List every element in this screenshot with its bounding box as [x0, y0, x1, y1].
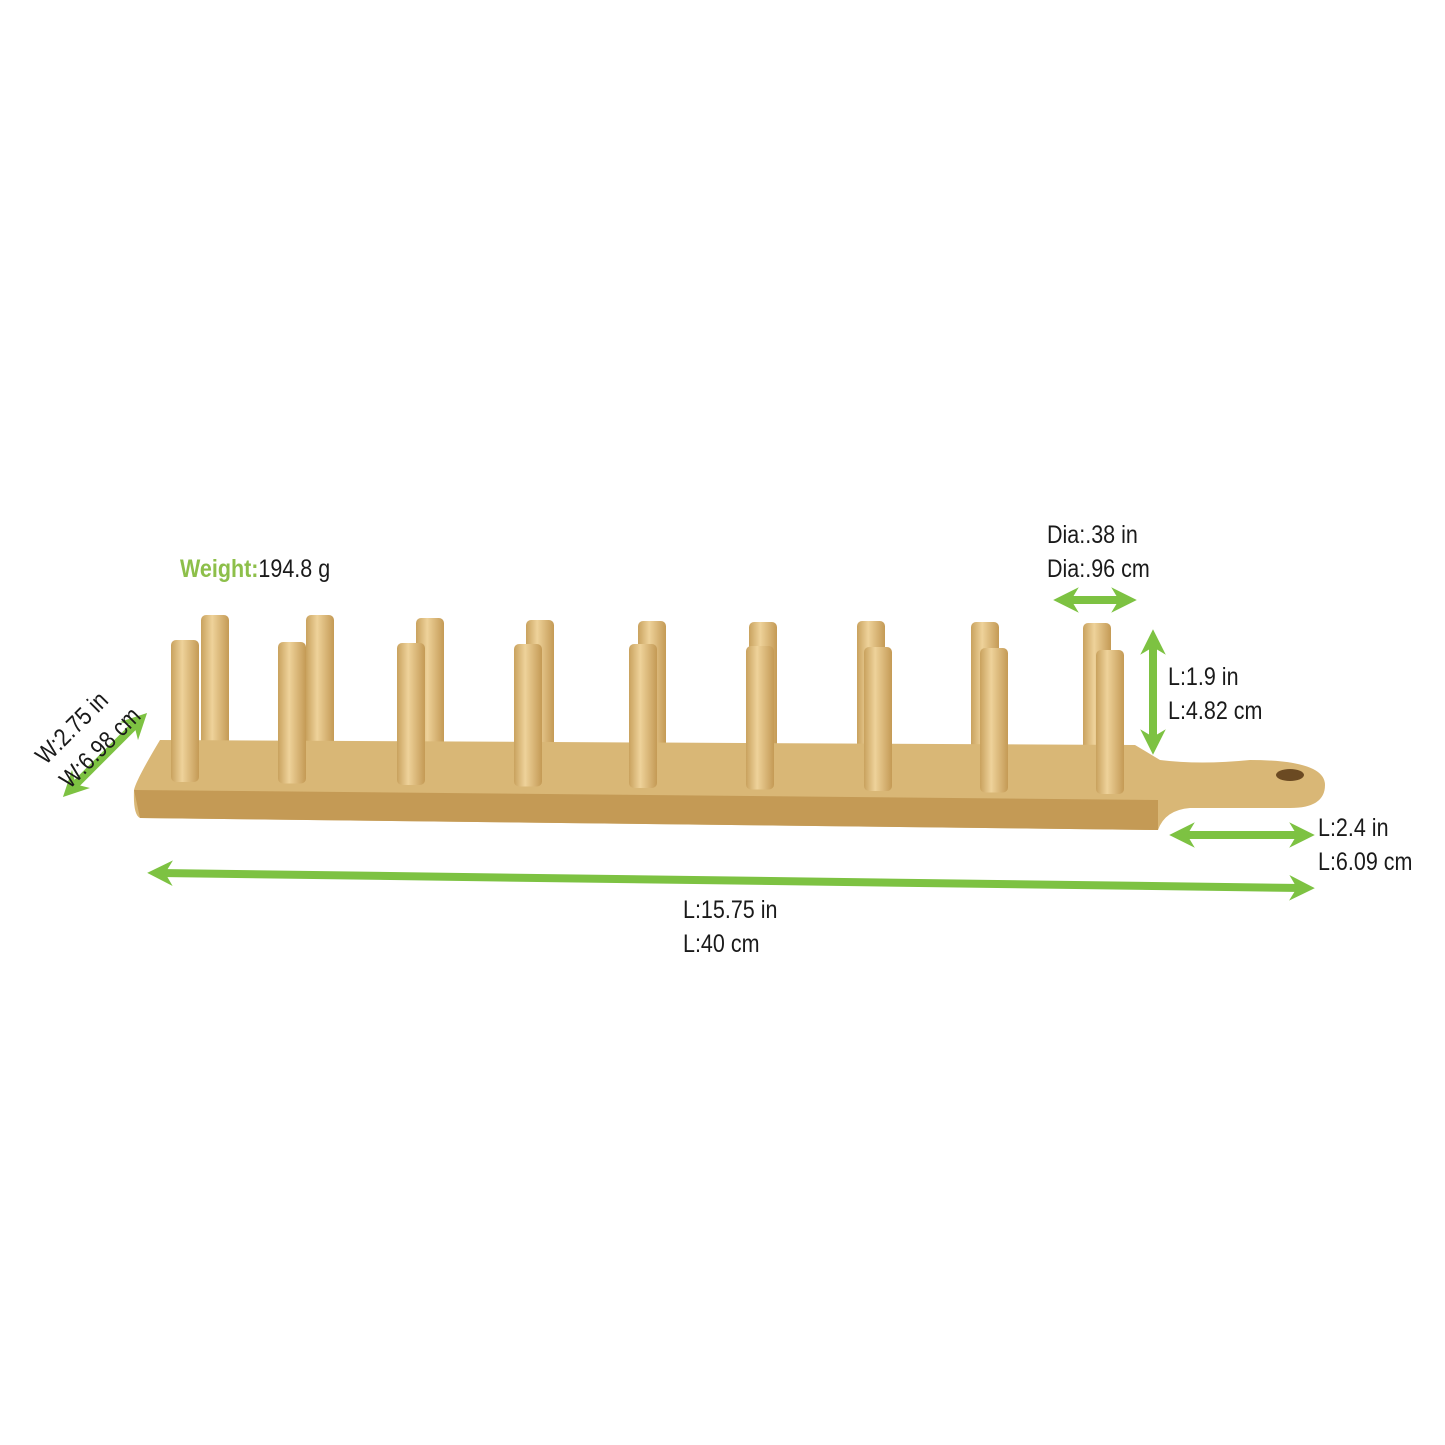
peg [171, 640, 199, 782]
peg [397, 643, 425, 785]
diameter-cm: Dia:.96 cm [1047, 555, 1150, 583]
peg [746, 646, 774, 790]
diameter-in: Dia:.38 in [1047, 521, 1138, 549]
total-length-in: L:15.75 in [683, 896, 778, 924]
peg [864, 647, 892, 791]
peg [629, 644, 657, 788]
peg [278, 642, 306, 784]
weight-label: Weight:194.8 g [180, 552, 330, 586]
peg [306, 615, 334, 752]
weight-key: Weight: [180, 555, 259, 583]
weight-value: 194.8 g [258, 555, 331, 583]
peg [1096, 650, 1124, 794]
peg-height-in: L:1.9 in [1168, 663, 1239, 691]
peg [514, 644, 542, 787]
total-length-cm: L:40 cm [683, 930, 760, 958]
dimension-arrows [62, 587, 1315, 901]
peg [980, 648, 1008, 793]
serving-board [133, 740, 1325, 830]
width-arrow [62, 712, 148, 798]
front-row-pegs [171, 640, 1124, 794]
handle-length-cm: L:6.09 cm [1318, 848, 1413, 876]
handle-length-in: L:2.4 in [1318, 814, 1389, 842]
peg [201, 615, 229, 752]
length-arrow [147, 860, 1315, 901]
peg-height-cm: L:4.82 cm [1168, 697, 1263, 725]
